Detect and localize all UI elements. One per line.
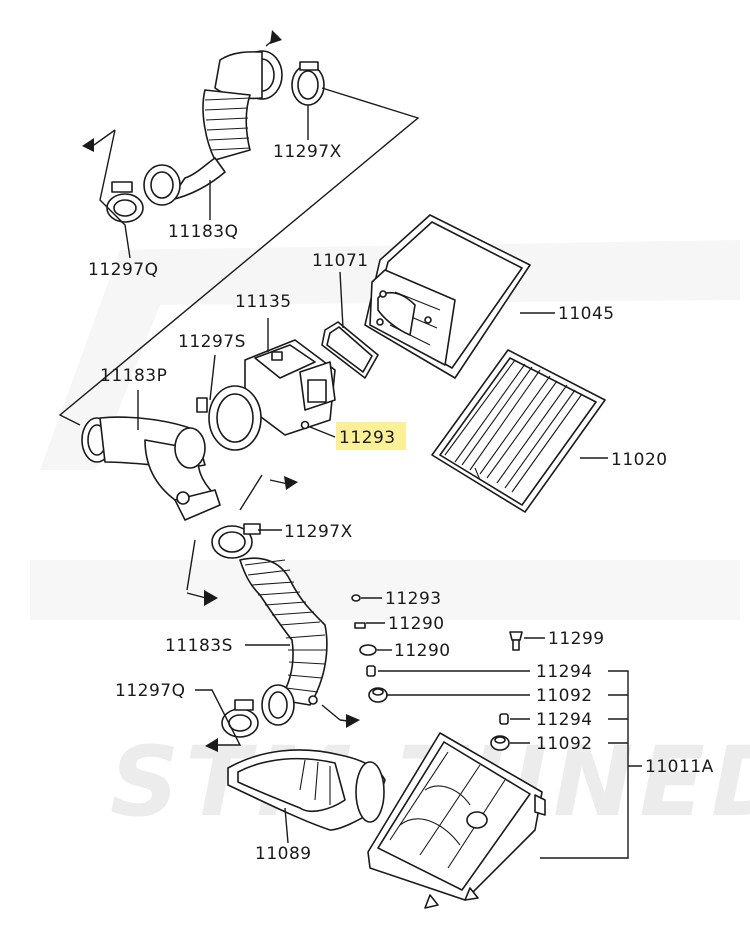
callout-11020: 11020	[611, 450, 668, 470]
clamp-11297x-mid	[211, 523, 261, 559]
leader-11071	[339, 271, 344, 329]
clamp-11297q-top	[106, 181, 144, 223]
callout-11183p: 11183P	[100, 366, 167, 386]
callout-11293-highlighted: 11293	[339, 428, 396, 448]
callout-11299: 11299	[548, 629, 605, 649]
callout-11290-a: 11290	[388, 614, 445, 634]
intake-duct-11183p	[81, 416, 221, 521]
air-cleaner-case-11011a	[367, 732, 546, 909]
leader-small-parts	[378, 670, 530, 744]
callout-11294-a: 11294	[536, 662, 593, 682]
intake-duct-11183q	[82, 30, 283, 206]
leader-arrow-bot	[321, 704, 341, 721]
small-parts	[351, 594, 523, 751]
leader-11297s	[209, 354, 216, 401]
callout-highlight	[336, 422, 406, 450]
callout-11183q: 11183Q	[168, 222, 238, 242]
callout-11297x-mid: 11297X	[284, 522, 353, 542]
callout-11045: 11045	[558, 304, 615, 324]
callout-11135: 11135	[235, 292, 292, 312]
clamp-11297x-top	[291, 61, 325, 106]
callout-11293: 11293	[385, 589, 442, 609]
intake-duct-11183s	[239, 557, 328, 726]
callout-11294-b: 11294	[536, 710, 593, 730]
callout-11011a: 11011A	[645, 757, 714, 777]
callout-11297q-bot: 11297Q	[115, 681, 185, 701]
gasket-11071	[321, 321, 379, 379]
callout-11071: 11071	[312, 251, 369, 271]
air-cleaner-cover-11045	[364, 214, 531, 379]
callout-11092-a: 11092	[536, 686, 593, 706]
air-inlet-11089	[227, 749, 386, 831]
callout-11183s: 11183S	[165, 636, 233, 656]
leader-bracket-11297x	[58, 87, 420, 426]
air-filter-11020	[431, 349, 606, 513]
callout-11297s: 11297S	[178, 332, 246, 352]
callout-labels: 11297X 11183Q 11297Q 11071 11135 11045 1…	[88, 142, 714, 864]
leader-11293-hl	[309, 426, 336, 438]
leader-bracket-11011a	[540, 670, 642, 859]
leader-11297q-bot	[195, 689, 242, 746]
clamp-11297s	[196, 385, 262, 451]
leader-arrow-left	[186, 539, 196, 591]
callout-11297q-top: 11297Q	[88, 260, 158, 280]
callout-11092-b: 11092	[536, 734, 593, 754]
leader-11297q-top	[99, 129, 131, 259]
callout-11290-b: 11290	[394, 641, 451, 661]
callout-11089: 11089	[255, 844, 312, 864]
clamp-11297q-bot	[221, 699, 259, 738]
callout-11297x-top: 11297X	[273, 142, 342, 162]
leader-arrow-mid	[239, 474, 263, 511]
airflow-sensor-11135	[244, 339, 336, 436]
leader-11089	[284, 807, 289, 844]
